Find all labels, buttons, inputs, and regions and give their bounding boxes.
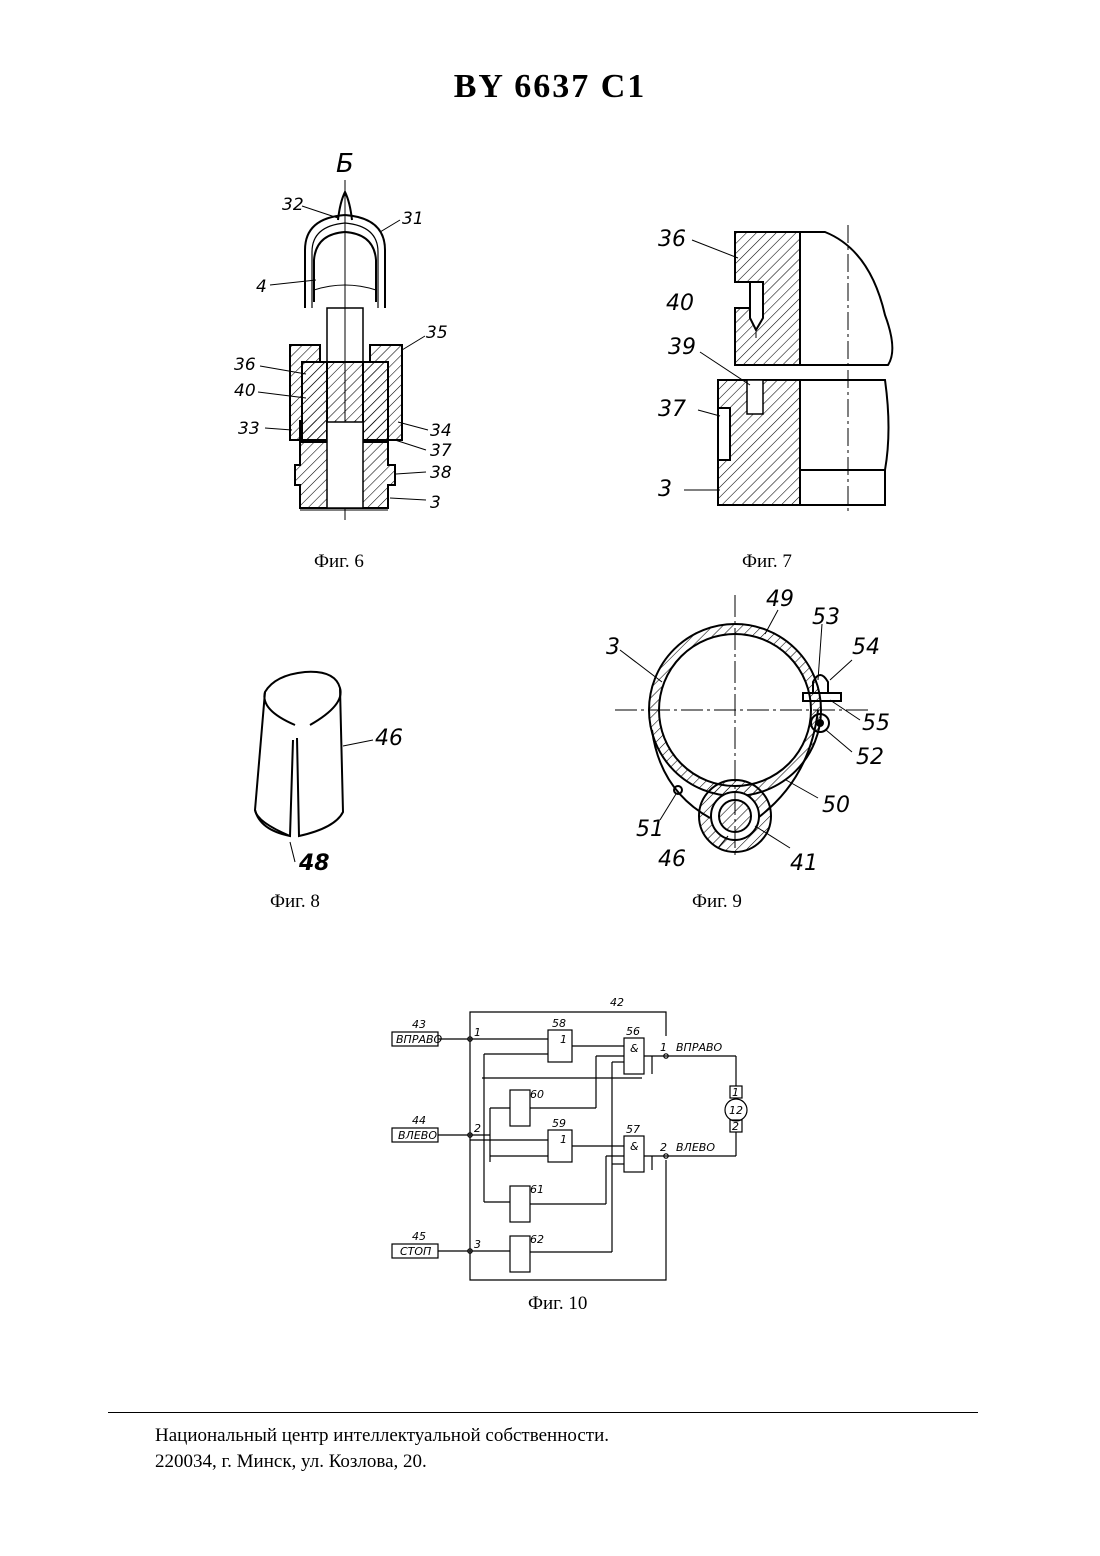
schematic-label-43: 43 [412, 1018, 426, 1031]
schematic-button-stop: СТОП [400, 1245, 431, 1258]
schematic-node-3: 3 [474, 1238, 481, 1251]
figure-6-label-38: 38 [430, 463, 452, 483]
figure-6-label-35: 35 [426, 323, 448, 343]
figure-7-label-37: 37 [658, 397, 686, 422]
figure-8-label-46: 46 [375, 726, 403, 751]
figure-8-drawing: 46 48 [235, 650, 435, 880]
figure-6-label-37: 37 [430, 441, 452, 461]
figure-6-label-40: 40 [234, 381, 256, 401]
schematic-motor: 12 [729, 1104, 743, 1117]
schematic-block-59: 59 [552, 1117, 566, 1130]
figure-8-caption: Фиг. 8 [270, 891, 320, 913]
figure-8-label-48: 48 [298, 851, 330, 876]
figure-7-label-3: 3 [658, 477, 672, 502]
figure-9-label-50: 50 [822, 793, 850, 818]
figure-6-view-letter: Б [336, 149, 354, 179]
footer-organization: Национальный центр интеллектуальной собс… [155, 1425, 609, 1447]
footer-divider [108, 1412, 978, 1413]
figure-9-drawing: 3 49 53 54 55 52 50 51 46 41 [590, 580, 910, 880]
schematic-node-2: 2 [474, 1122, 481, 1135]
figure-6-label-36: 36 [234, 355, 256, 375]
schematic-motor-terminal-2: 2 [732, 1120, 739, 1133]
figure-6-label-34: 34 [430, 421, 452, 441]
figure-6-label-33: 33 [238, 419, 260, 439]
figure-9-label-55: 55 [862, 711, 890, 736]
figure-9-label-46: 46 [658, 847, 686, 872]
figure-10-caption: Фиг. 10 [528, 1293, 587, 1315]
schematic-motor-terminal-1: 1 [732, 1086, 739, 1099]
schematic-out-node-1: 1 [660, 1041, 667, 1054]
figure-10-schematic: 43 ВПРАВО 44 ВЛЕВО 45 СТОП 42 1 2 3 58 5… [380, 990, 780, 1290]
schematic-out-node-2: 2 [660, 1141, 667, 1154]
figure-6-caption: Фиг. 6 [314, 551, 364, 573]
schematic-button-left: ВЛЕВО [398, 1129, 437, 1142]
schematic-label-44: 44 [412, 1114, 426, 1127]
figure-7-caption: Фиг. 7 [742, 551, 792, 573]
figure-6-drawing: Б 32 31 4 35 36 40 33 34 37 38 3 [220, 140, 480, 530]
figure-7-label-36: 36 [658, 227, 686, 252]
figure-6-label-3: 3 [430, 493, 441, 513]
figure-6-label-31: 31 [402, 209, 424, 229]
schematic-block-60: 60 [530, 1088, 544, 1101]
figure-7-label-39: 39 [668, 335, 696, 360]
schematic-and-56: & [630, 1042, 639, 1055]
schematic-block-62: 62 [530, 1233, 544, 1246]
figure-9-caption: Фиг. 9 [692, 891, 742, 913]
figure-9-label-3: 3 [606, 635, 620, 660]
figure-9-label-52: 52 [856, 745, 884, 770]
schematic-output-right: ВПРАВО [676, 1041, 723, 1054]
figure-9-label-54: 54 [852, 635, 880, 660]
figure-6-label-32: 32 [282, 195, 304, 215]
schematic-or-58: 1 [560, 1033, 567, 1046]
schematic-block-58: 58 [552, 1017, 566, 1030]
schematic-button-right: ВПРАВО [396, 1033, 443, 1046]
schematic-and-57: & [630, 1140, 639, 1153]
figure-9-label-51: 51 [636, 817, 664, 842]
figure-9-label-49: 49 [766, 587, 794, 612]
schematic-node-1: 1 [474, 1026, 481, 1039]
document-title: BY 6637 C1 [0, 68, 1100, 106]
figure-7-label-40: 40 [666, 291, 694, 316]
figure-9-label-41: 41 [790, 851, 818, 876]
figure-6-label-4: 4 [256, 277, 267, 297]
footer-address: 220034, г. Минск, ул. Козлова, 20. [155, 1451, 427, 1473]
schematic-block-56: 56 [626, 1025, 640, 1038]
figure-9-label-53: 53 [812, 605, 840, 630]
schematic-or-59: 1 [560, 1133, 567, 1146]
schematic-label-45: 45 [412, 1230, 426, 1243]
schematic-output-left: ВЛЕВО [676, 1141, 715, 1154]
schematic-block-57: 57 [626, 1123, 640, 1136]
schematic-label-42: 42 [610, 996, 624, 1009]
figure-7-drawing: 36 40 39 37 3 [650, 220, 910, 520]
schematic-block-61: 61 [530, 1183, 544, 1196]
